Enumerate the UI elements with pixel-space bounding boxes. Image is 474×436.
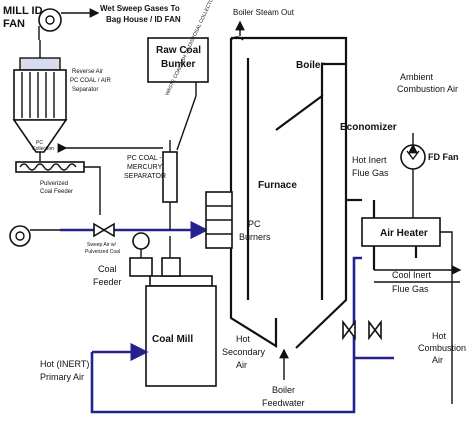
hot-inert-primary-label: Hot (INERT) Primary Air xyxy=(40,359,92,382)
sweep-air-valve xyxy=(93,222,115,238)
coal-mill-label: Coal Mill xyxy=(152,334,193,345)
cyclone-separator xyxy=(12,40,68,162)
boiler-steam-out-label: Boiler Steam Out xyxy=(233,8,295,17)
hot-combustion-air-line xyxy=(440,231,453,404)
economizer-label: Economizer xyxy=(340,122,397,133)
cool-inert-flue-label: Cool Inert Flue Gas xyxy=(392,270,434,294)
pc-burners xyxy=(205,191,233,249)
mill-id-fan-label: MILL ID FAN xyxy=(3,5,46,30)
furnace-label: Furnace xyxy=(258,180,297,191)
boiler-label: Boiler xyxy=(296,60,324,71)
pc-collection-label: PC Collection xyxy=(32,140,54,152)
coal-feeder xyxy=(129,232,153,277)
pc-coal-mercury-label: PC COAL - MERCURY SEPARATOR xyxy=(124,155,166,180)
reverse-air-label: Reverse Air PC COAL / AIR Separator xyxy=(70,69,112,93)
fd-fan-label: FD Fan xyxy=(428,152,459,162)
air-heater-label: Air Heater xyxy=(380,228,428,239)
pulverized-coal-feeder xyxy=(15,161,101,215)
hot-air-valves xyxy=(342,319,382,341)
hot-secondary-air-label: Hot Secondary Air xyxy=(222,334,268,370)
hot-combustion-air-label: Hot Combustion Air xyxy=(418,331,469,365)
pc-coal-mercury-separator xyxy=(57,95,197,230)
coal-mill xyxy=(145,236,217,387)
pulverized-feeder-label: Pulverized Coal Feeder xyxy=(40,181,73,195)
pc-burners-label: PC Burners xyxy=(239,219,271,242)
wet-sweep-label: Wet Sweep Gases To Bag House / ID FAN xyxy=(100,4,182,24)
raw-coal-bunker-label: Raw Coal Bunker xyxy=(156,45,204,70)
ambient-air-label: Ambient Combustion Air xyxy=(397,72,458,94)
coal-feeder-label: Coal Feeder xyxy=(93,264,122,287)
hot-inert-flue-label: Hot Inert Flue Gas xyxy=(352,155,389,178)
sweep-air-label: Sweep Air w/ Pulverized Coal xyxy=(85,242,120,255)
mill-id-fan xyxy=(38,8,100,40)
fd-fan xyxy=(400,133,426,218)
sweep-air-fan xyxy=(9,225,60,247)
boiler-feedwater-label: Boiler Feedwater xyxy=(262,385,305,408)
primary-air-return xyxy=(90,256,362,414)
boiler xyxy=(229,36,348,349)
raw-coal-bunker xyxy=(147,37,209,96)
